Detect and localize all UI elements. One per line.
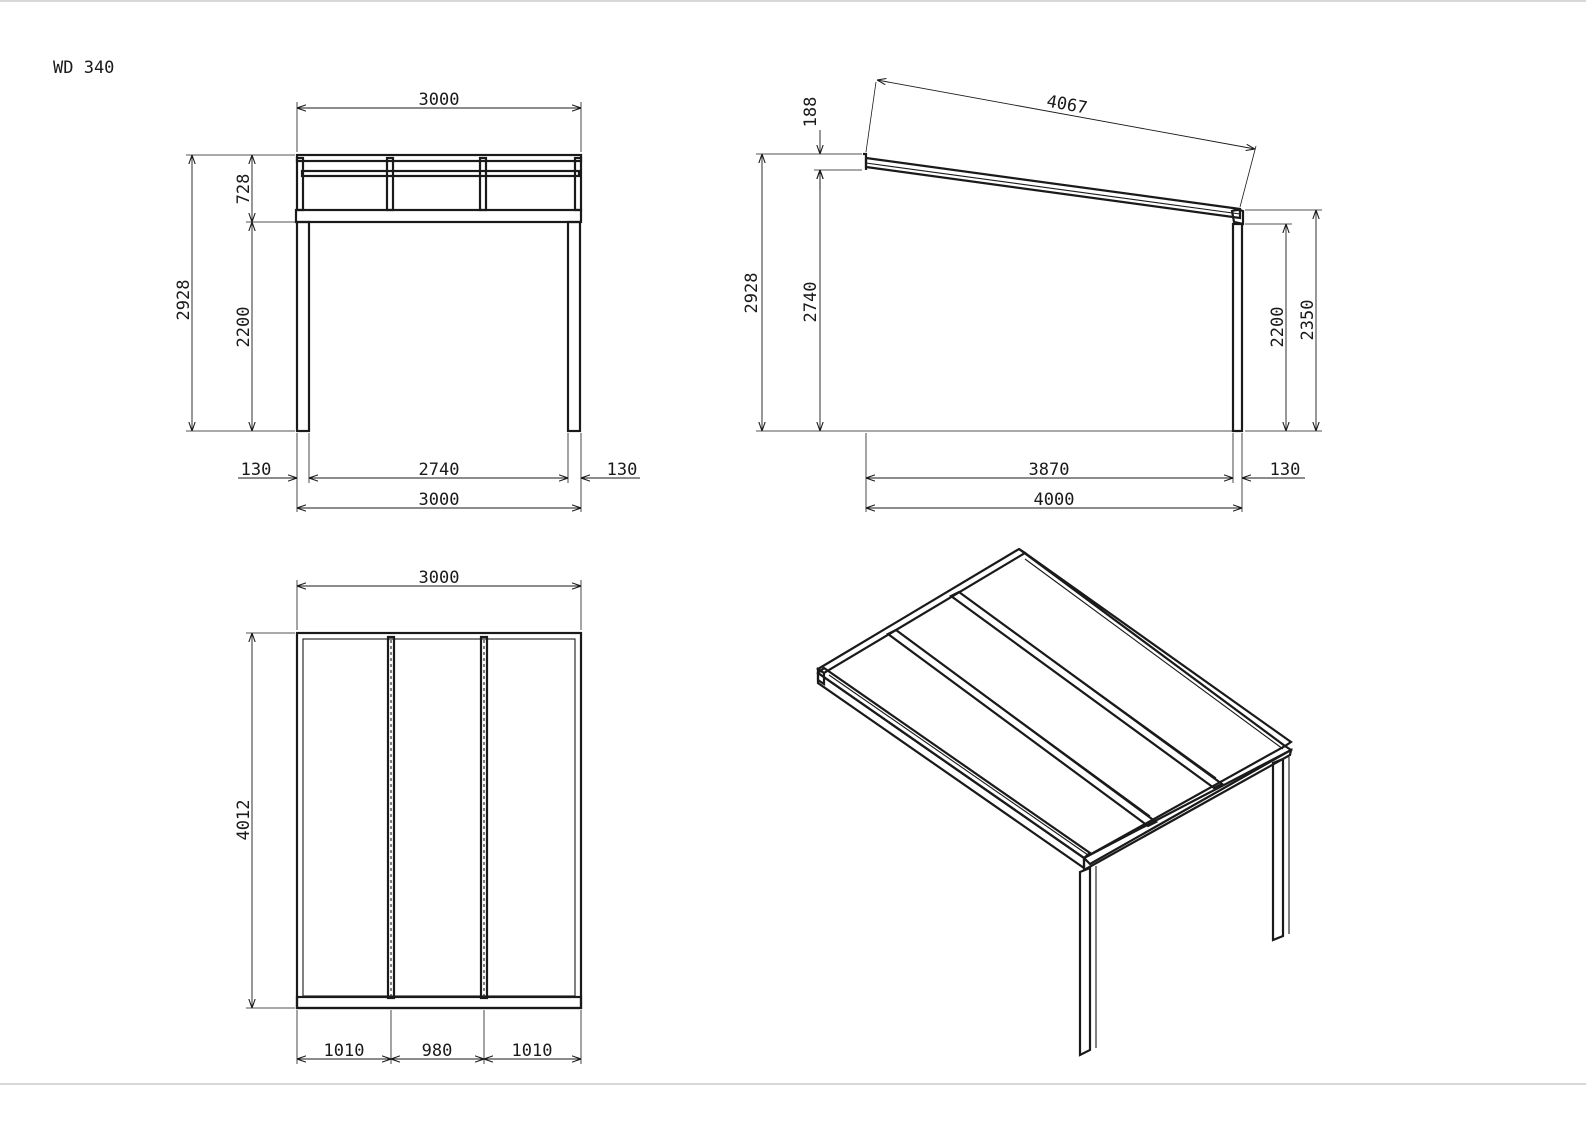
plan-bay-middle-label: 980 [422,1041,453,1061]
front-rafter-2 [478,156,488,212]
plan-depth-label: 4012 [234,800,254,841]
side-clear-height-label: 2200 [1268,307,1288,348]
front-total-height-label: 2928 [174,280,194,321]
side-overhang-label: 130 [1270,460,1301,480]
front-left-overhang-label: 130 [241,460,272,480]
plan-gutter [295,995,583,1010]
drawing-title: WD 340 [53,58,114,78]
iso-wall-beam [815,547,1028,675]
side-rafter-length-dimension [877,80,1255,149]
iso-right-rafter [1018,548,1293,748]
front-view: 3000 2928 728 2200 130 2740 130 3000 [174,90,640,512]
front-roof-height-label: 728 [234,174,254,205]
front-gutter-beam [294,208,583,224]
front-right-post [566,220,582,433]
plan-rafter-1 [386,635,396,1000]
plan-bay-left-label: 1010 [324,1041,365,1061]
iso-left-rafter [816,666,1092,860]
plan-width-label: 3000 [419,568,460,588]
side-wall-height-label: 2740 [801,282,821,323]
front-clear-height-label: 2200 [234,307,254,348]
plan-view: 3000 4012 1010 980 1010 [234,568,583,1064]
front-roof-top-rail [295,153,583,163]
front-roof-inner-rail [300,169,581,178]
iso-rafter-1 [885,628,1159,828]
plan-inner-frame [302,638,576,997]
plan-rafter-2 [479,635,489,1000]
front-left-post [295,220,311,433]
front-top-width-label: 3000 [419,90,460,110]
iso-right-post [1271,757,1285,942]
front-post-span-label: 2740 [419,460,460,480]
iso-rafter-2 [948,590,1225,790]
side-view: 4067 188 2928 2740 2200 2350 3870 130 40… [742,80,1322,512]
side-rafter [864,156,1242,220]
front-roof-left-end [295,156,305,212]
side-span-label: 3870 [1029,460,1070,480]
side-front-post [1231,222,1244,433]
plan-bay-right-label: 1010 [512,1041,553,1061]
side-gutter [1230,208,1245,226]
isometric-view [815,547,1294,1057]
front-right-overhang-label: 130 [607,460,638,480]
plan-outer-frame [295,631,583,1010]
side-rafter-length-label: 4067 [1045,92,1089,119]
side-total-height-label: 2928 [742,273,762,314]
front-bottom-width-label: 3000 [419,490,460,510]
front-roof-right-end [573,156,583,212]
side-total-depth-label: 4000 [1034,490,1075,510]
side-front-height-label: 2350 [1298,300,1318,341]
side-gutter-height-label: 188 [801,97,821,128]
iso-left-post [1078,866,1092,1057]
front-rafter-1 [385,156,395,212]
